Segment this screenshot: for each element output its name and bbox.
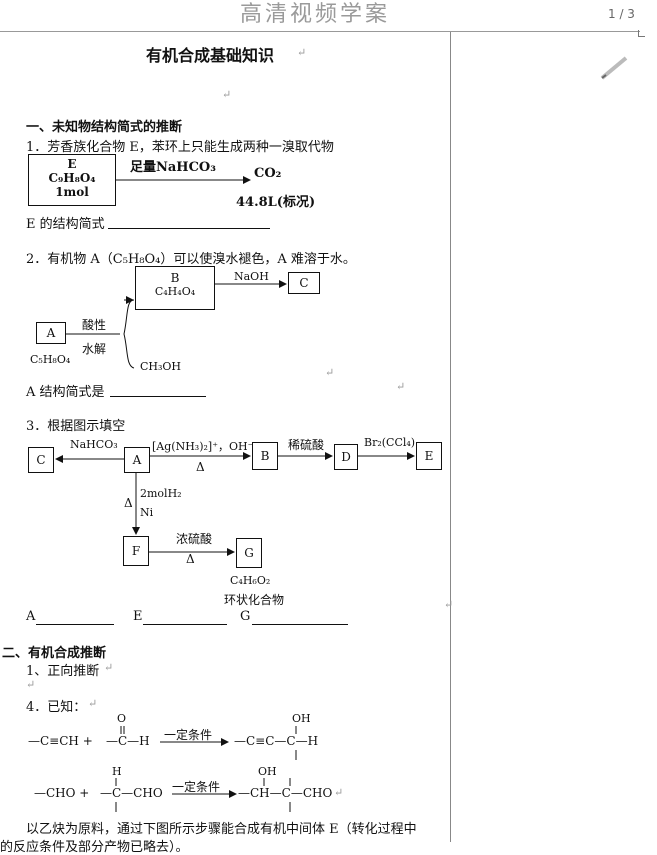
box-line: E [67, 157, 77, 171]
description-label: 环状化合物 [224, 593, 285, 607]
return-icon: ↵ [222, 88, 232, 101]
formula-label: C₅H₈O₄ [30, 353, 71, 366]
return-icon: ↵ [325, 366, 335, 379]
atom-label: OH [258, 765, 277, 778]
volume-label: 44.8L(标况) [236, 195, 316, 210]
answer-blank[interactable] [110, 396, 206, 397]
box-line: B [170, 271, 180, 285]
margin-line [450, 32, 451, 842]
condition-label: 酸性 [82, 318, 107, 332]
atom-label: H [112, 765, 122, 778]
reagent-label: 稀硫酸 [288, 438, 325, 452]
header-watermark: 高清视频学案 [240, 2, 391, 27]
answer-prompt: A 结构简式是 [26, 385, 105, 400]
box-line: C₄H₄O₄ [154, 285, 196, 298]
condition-label: 水解 [82, 342, 107, 356]
return-icon: ↵ [297, 46, 307, 59]
product-label: CO₂ [254, 166, 282, 181]
compound-c-box: C [28, 447, 54, 473]
answer-blank[interactable] [36, 624, 114, 625]
reaction-term: —C≡C—C—H [234, 734, 319, 748]
return-icon: ↵ [444, 598, 454, 611]
condition-label: 一定条件 [164, 728, 213, 742]
compound-b-box: B C₄H₄O₄ [135, 266, 215, 310]
reagent-label: Br₂(CCl₄) [364, 436, 416, 449]
blank-label: G [240, 609, 251, 624]
page-indicator: 1 / 3 [608, 7, 635, 21]
compound-c-box: C [288, 272, 320, 294]
compound-a-box: A [36, 322, 66, 344]
answer-blank[interactable] [252, 624, 348, 625]
compound-e-box: E [416, 442, 442, 470]
blank-label: E [133, 609, 143, 624]
condition-label: 一定条件 [172, 780, 221, 794]
formula-label: C₄H₆O₂ [230, 574, 271, 587]
compound-d-box: D [334, 444, 358, 470]
return-icon: ↵ [104, 661, 114, 674]
answer-prompt: E 的结构简式 [26, 217, 105, 232]
return-icon: ↵ [334, 786, 344, 799]
reagent-label: 浓硫酸 [176, 532, 213, 546]
margin-corner [638, 30, 645, 37]
compound-a-box: A [124, 447, 150, 473]
compound-b-box: B [252, 442, 278, 470]
box-line: 1mol [55, 185, 89, 199]
formula-label: CH₃OH [140, 360, 182, 373]
reagent-label: [Ag(NH₃)₂]⁺，OH⁻ [152, 440, 254, 453]
q2-text: 2．有机物 A（C₅H₈O₄）可以使溴水褪色，A 难溶于水。 [26, 252, 356, 267]
reaction-term: —CHO + [34, 786, 90, 800]
return-icon: ↵ [396, 380, 406, 393]
compound-f-box: F [123, 536, 149, 566]
subsection-label: 1、正向推断 [26, 664, 100, 679]
reagent-label: 足量NaHCO₃ [130, 160, 216, 175]
atom-label: O [117, 712, 127, 725]
q3-text: 3．根据图示填空 [26, 419, 126, 434]
compound-e-box: E C₉H₈O₄ 1mol [28, 154, 116, 206]
answer-blank[interactable] [108, 228, 270, 229]
compound-g-box: G [236, 538, 262, 568]
reagent-label: 2molH₂ [140, 487, 182, 500]
section-heading: 一、未知物结构简式的推断 [26, 120, 183, 135]
paragraph-text: 以乙炔为原料，通过下图所示步骤能合成有机中间体 E（转化过程中 [26, 822, 417, 837]
header-rule [0, 31, 640, 32]
blank-label: A [26, 609, 36, 624]
reagent-label: NaOH [234, 270, 269, 283]
delta-label: Δ [186, 552, 195, 566]
pencil-icon[interactable] [598, 52, 632, 82]
delta-label: Δ [124, 496, 133, 510]
reagent-label: Ni [140, 506, 154, 519]
atom-label: OH [292, 712, 311, 725]
delta-label: Δ [196, 460, 205, 474]
reaction-term: —C—H [106, 734, 150, 748]
doc-title: 有机合成基础知识 [146, 46, 275, 65]
reaction-term: —CH—C—CHO [238, 786, 333, 800]
q4-text: 4．已知： [26, 700, 87, 715]
section-heading: 二、有机合成推断 [2, 646, 107, 661]
q1-text: 1．芳香族化合物 E，苯环上只能生成两种一溴取代物 [26, 140, 334, 155]
reaction-term: —C≡CH + [28, 734, 93, 748]
return-icon: ↵ [88, 697, 98, 710]
reaction-term: —C—CHO [100, 786, 163, 800]
return-icon: ↵ [26, 678, 36, 691]
box-line: C₉H₈O₄ [48, 171, 96, 185]
reagent-label: NaHCO₃ [70, 438, 118, 451]
answer-blank[interactable] [143, 624, 227, 625]
